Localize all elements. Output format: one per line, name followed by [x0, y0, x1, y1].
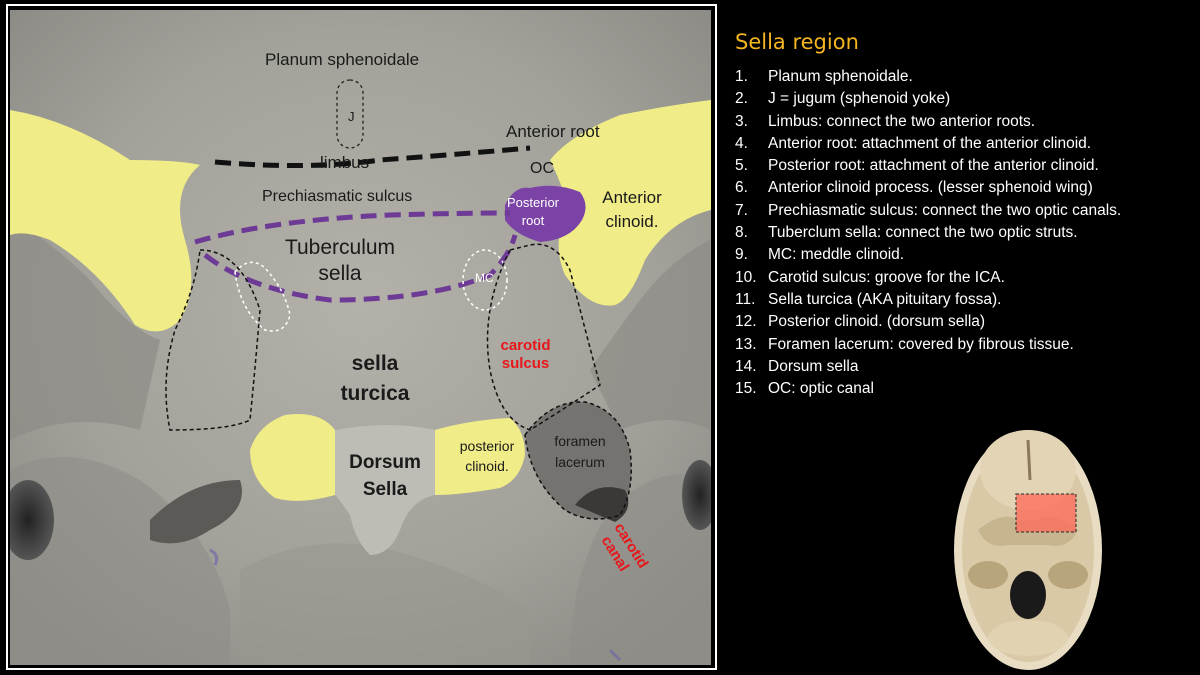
- legend-item: 5. Posterior root: attachment of the ante…: [735, 155, 1121, 177]
- right-anterior-clinoid-highlight: [550, 100, 711, 306]
- left-foramen-hole: [10, 480, 54, 560]
- legend-item-number: 14.: [735, 357, 757, 375]
- legend-item-text: Prechiasmatic sulcus: connect the two op…: [768, 201, 1122, 219]
- label-carotid-sulcus-2: sulcus: [501, 355, 550, 372]
- right-posterior-clinoid-highlight: [435, 418, 525, 495]
- label-posterior-root-1: Posterior: [506, 195, 560, 210]
- left-fissure: [150, 480, 242, 544]
- legend-item-text: Carotid sulcus: groove for the ICA.: [768, 268, 1005, 286]
- legend-item-text: Dorsum sella: [768, 357, 859, 375]
- label-tuberculum-1: Tuberculum: [284, 236, 396, 259]
- legend-item-text: Posterior root: attachment of the anteri…: [768, 157, 1099, 175]
- legend-item: 15. OC: optic canal: [735, 378, 1121, 400]
- label-foramen-lacerum-1: foramen: [554, 433, 606, 449]
- left-anterior-clinoid-highlight: [10, 110, 200, 332]
- left-sulcus-outline: [165, 249, 261, 431]
- legend-item-text: Sella turcica (AKA pituitary fossa).: [768, 290, 1002, 308]
- sella-region-highlight-box: [1015, 493, 1077, 533]
- sidebar-title: Sella region: [735, 30, 859, 54]
- legend-item: 14. Dorsum sella: [735, 356, 1121, 378]
- label-foramen-lacerum-2: lacerum: [555, 454, 605, 470]
- legend-item: 11. Sella turcica (AKA pituitary fossa).: [735, 289, 1121, 311]
- legend-item-text: Foramen lacerum: covered by fibrous tiss…: [768, 335, 1074, 353]
- legend-item: 4. Anterior root: attachment of the anter…: [735, 133, 1121, 155]
- carotid-sulcus-outline: [486, 243, 601, 431]
- legend-item-text: MC: meddle clinoid.: [768, 246, 905, 264]
- label-jugum: J: [348, 109, 355, 124]
- label-anterior-clinoid-2: clinoid.: [605, 212, 659, 231]
- label-sella-turcica-1: sella: [351, 352, 399, 375]
- legend-item-text: Planum sphenoidale.: [768, 68, 913, 85]
- legend-item-number: 12.: [735, 313, 757, 331]
- label-tuberculum-2: sella: [318, 262, 362, 285]
- jugum-outline: [336, 79, 364, 149]
- legend-item-number: 11.: [735, 290, 756, 308]
- legend-item: 6. Anterior clinoid process. (lesser sphe…: [735, 177, 1121, 199]
- label-posterior-clinoid-1: posterior: [459, 438, 515, 454]
- foramen-lacerum-outline: [524, 401, 632, 520]
- legend-item-number: 15.: [735, 380, 757, 398]
- legend-item-text: J = jugum (sphenoid yoke): [768, 90, 951, 108]
- left-posterior-clinoid-highlight: [250, 414, 335, 501]
- legend-item-text: Anterior root: attachment of the anterio…: [768, 134, 1092, 152]
- legend-item-number: 1.: [735, 68, 748, 85]
- legend-item: 13. Foramen lacerum: covered by fibrous t…: [735, 334, 1121, 356]
- label-posterior-root-2: root: [521, 213, 545, 228]
- legend-item: 1. Planum sphenoidale.: [735, 66, 1121, 88]
- legend-item-number: 4.: [735, 134, 748, 152]
- label-posterior-clinoid-2: clinoid.: [465, 458, 509, 474]
- legend-item-number: 10.: [735, 268, 757, 286]
- label-prechiasmatic-sulcus: Prechiasmatic sulcus: [262, 188, 413, 205]
- legend-item-number: 3.: [735, 112, 748, 130]
- label-dorsum-sella-1: Dorsum: [349, 452, 421, 473]
- posterior-root-highlight: [505, 185, 586, 242]
- label-dorsum-sella-2: Sella: [362, 479, 408, 500]
- sella-region-photo: [10, 10, 711, 665]
- label-carotid-sulcus-1: carotid: [500, 337, 551, 354]
- label-anterior-root: Anterior root: [506, 122, 600, 141]
- optic-strut-outline: [234, 261, 291, 332]
- legend-item-text: OC: optic canal: [768, 380, 874, 398]
- legend-item: 3. Limbus: connect the two anterior roots…: [735, 111, 1121, 133]
- legend-item: 9. MC: meddle clinoid.: [735, 244, 1121, 266]
- right-foramen-hole: [682, 460, 711, 530]
- legend-item-number: 7.: [735, 201, 748, 219]
- limbus-line: [214, 145, 531, 169]
- legend-item-number: 13.: [735, 335, 757, 353]
- label-limbus: limbus: [320, 153, 370, 172]
- legend-item: 8. Tuberclum sella: connect the two optic…: [735, 222, 1121, 244]
- legend-item: 10. Carotid sulcus: groove for the ICA.: [735, 267, 1121, 289]
- prechiasmatic-line: [194, 210, 511, 245]
- legend-item-number: 6.: [735, 179, 748, 197]
- label-optic-canal: OC: [530, 160, 554, 177]
- legend-item: 7. Prechiasmatic sulcus: connect the two …: [735, 200, 1121, 222]
- legend-item-text: Anterior clinoid process. (lesser spheno…: [768, 179, 1093, 197]
- legend-item-text: Tuberclum sella: connect the two optic s…: [768, 224, 1078, 242]
- label-middle-clinoid: MC: [475, 271, 494, 285]
- skull-base-thumbnail: [948, 410, 1108, 672]
- label-planum-sphenoidale: Planum sphenoidale: [265, 50, 420, 69]
- legend-item-number: 5.: [735, 157, 748, 175]
- legend-item-number: 2.: [735, 90, 748, 108]
- label-anterior-clinoid-1: Anterior: [602, 188, 662, 207]
- tuberculum-line: [203, 234, 518, 303]
- legend-item-text: Limbus: connect the two anterior roots.: [768, 112, 1036, 130]
- legend-item-number: 8.: [735, 224, 748, 242]
- legend-item: 12. Posterior clinoid. (dorsum sella): [735, 311, 1121, 333]
- legend-list: 1. Planum sphenoidale. 2. J = jugum (spheno…: [735, 66, 1121, 400]
- legend-item: 2. J = jugum (sphenoid yoke): [735, 88, 1121, 110]
- middle-clinoid-outline: [462, 249, 508, 311]
- label-sella-turcica-2: turcica: [340, 382, 410, 405]
- legend-item-number: 9.: [735, 246, 748, 264]
- legend-item-text: Posterior clinoid. (dorsum sella): [768, 313, 986, 331]
